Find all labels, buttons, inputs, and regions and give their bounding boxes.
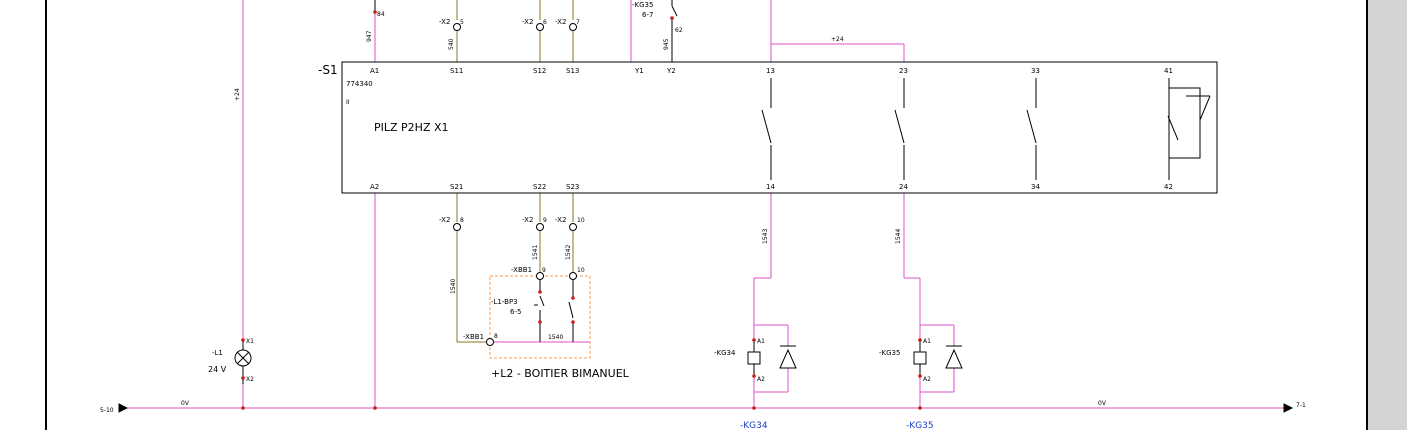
term-14: 14 [766, 183, 775, 191]
wire-947: 947 [366, 30, 373, 42]
term-y1: Y1 [634, 67, 644, 75]
sheet-border-right [1366, 0, 1368, 430]
bimanual-contacts [534, 280, 574, 342]
term-24: 24 [899, 183, 908, 191]
term-34: 34 [1031, 183, 1040, 191]
arrow-right [1283, 403, 1294, 413]
term-a2: A2 [370, 183, 379, 191]
page-ref-right[interactable]: 7-1 [1296, 402, 1306, 409]
xbb1-10: 10 [577, 267, 585, 274]
upper-contacts [374, 0, 678, 62]
wire-plus24-v: +24 [234, 88, 241, 101]
x2-9-tag: -X2 [522, 216, 533, 224]
coil-kg34-a2: A2 [757, 376, 765, 383]
x2-10-tag: -X2 [555, 216, 566, 224]
coil-kg35-symbol [913, 340, 963, 376]
term-s22: S22 [533, 183, 546, 191]
term-23: 23 [899, 67, 908, 75]
xbb1-top-tag: -XBB1 [511, 266, 532, 274]
term-a1: A1 [370, 67, 379, 75]
term-s12: S12 [533, 67, 546, 75]
rail-0v-left: 0V [181, 400, 190, 407]
contact-84: 84 [377, 11, 385, 18]
term-s13: S13 [566, 67, 579, 75]
term-13: 13 [766, 67, 775, 75]
wire-1544: 1544 [895, 229, 902, 244]
lamp-x2: X2 [246, 376, 254, 383]
viewer-gutter [1368, 0, 1407, 430]
lamp-tag: -L1 [212, 349, 223, 357]
s1-device-box [341, 61, 1218, 194]
term-s11: S11 [450, 67, 463, 75]
coil-kg34-a1: A1 [757, 338, 765, 345]
xbb1-9: 9 [542, 267, 546, 274]
lamp-voltage: 24 V [208, 365, 227, 374]
terminal-circles [453, 23, 577, 346]
arrow-left [118, 403, 129, 413]
wire-1542: 1542 [565, 245, 572, 260]
xbb1-bot-tag: -XBB1 [463, 333, 484, 341]
wire-plus24-h: +24 [831, 36, 844, 43]
bimanual-label: +L2 - BOITIER BIMANUEL [491, 367, 630, 380]
wire-1540-b: 1540 [548, 334, 563, 341]
x2-6-num: 6 [543, 19, 547, 26]
x2-9-num: 9 [543, 217, 547, 224]
term-42: 42 [1164, 183, 1173, 191]
x2-5-num: 5 [460, 19, 464, 26]
bp3-ref: 6-5 [510, 308, 521, 316]
kg35-top-ref: 6-7 [642, 11, 653, 19]
x2-7-tag: -X2 [555, 18, 566, 26]
lamp-x1: X1 [246, 338, 254, 345]
junction-dots [241, 10, 922, 410]
coil-kg34-tag: -KG34 [714, 349, 736, 357]
xbb1-8: 8 [494, 333, 498, 340]
x2-8-num: 8 [460, 217, 464, 224]
term-33: 33 [1031, 67, 1040, 75]
coil-kg34-ref[interactable]: -KG34 [740, 421, 768, 430]
coil-kg35-a2: A2 [923, 376, 931, 383]
page-ref-left[interactable]: 5-10 [100, 407, 114, 414]
wire-1541: 1541 [532, 245, 539, 260]
wire-1540-a: 1540 [450, 279, 457, 294]
device-tag: -S1 [318, 63, 338, 77]
x2-10-num: 10 [577, 217, 585, 224]
x2-5-tag: -X2 [439, 18, 450, 26]
device-model: PILZ P2HZ X1 [374, 121, 449, 134]
term-s21: S21 [450, 183, 463, 191]
x2-6-tag: -X2 [522, 18, 533, 26]
bp3-tag: -L1-BP3 [491, 298, 518, 306]
term-41: 41 [1164, 67, 1173, 75]
lamp-symbol [234, 340, 252, 384]
pink-wiring [120, 0, 1290, 409]
term-s23: S23 [566, 183, 579, 191]
device-small: II [346, 99, 350, 106]
x2-7-num: 7 [576, 19, 580, 26]
kg35-top-tag: -KG35 [632, 1, 653, 9]
coil-kg35-a1: A1 [923, 338, 931, 345]
device-article: 774340 [346, 80, 373, 88]
term-y2: Y2 [666, 67, 676, 75]
coil-kg35-tag: -KG35 [879, 349, 900, 357]
wire-1543: 1543 [762, 229, 769, 244]
contact-62: 62 [675, 27, 683, 34]
sheet-border-left [45, 0, 47, 430]
coil-kg34-symbol [747, 340, 797, 376]
wire-540: 540 [448, 38, 455, 50]
x2-8-tag: -X2 [439, 216, 450, 224]
rail-0v-right: 0V [1098, 400, 1107, 407]
olive-wiring [374, 0, 574, 343]
device-contacts [761, 78, 1211, 180]
coil-kg35-ref[interactable]: -KG35 [906, 421, 934, 430]
wire-945: 945 [663, 38, 670, 50]
